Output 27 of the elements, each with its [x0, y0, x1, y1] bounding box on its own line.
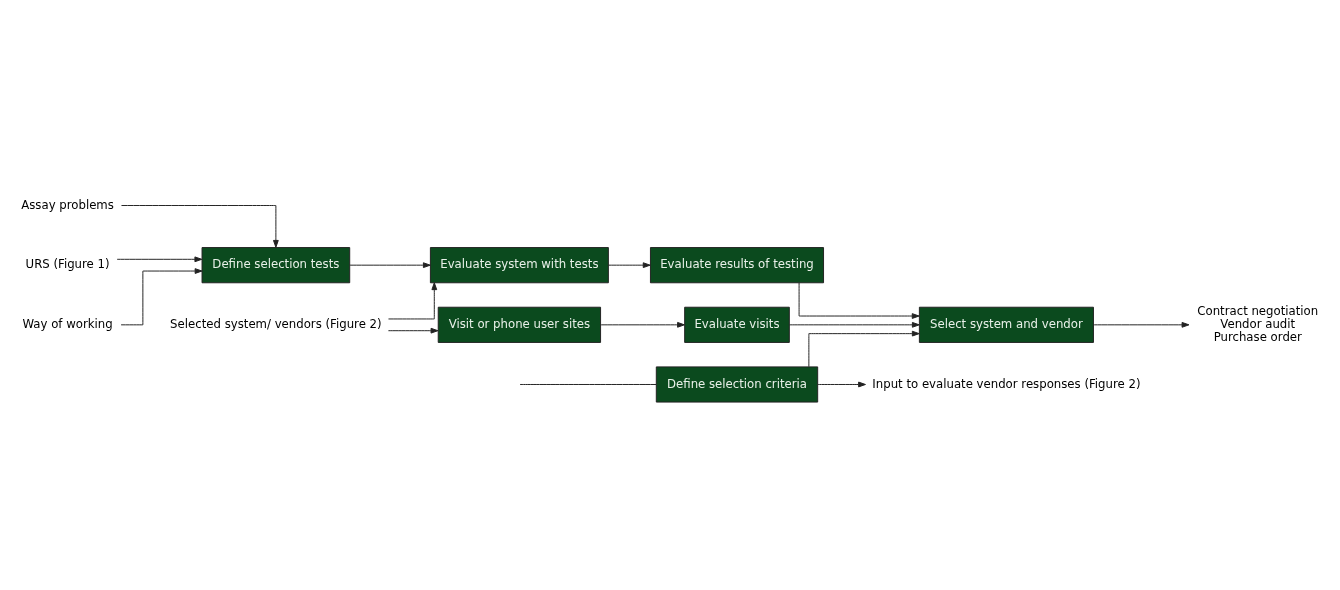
arrow [121, 205, 279, 248]
node-text: Input to evaluate vendor responses (Figure 2) [872, 376, 1141, 391]
node-text: Way of working [22, 316, 113, 331]
node-box: Visit or phone user sites [437, 306, 602, 343]
node-text: URS (Figure 1) [25, 257, 110, 272]
arrow [1093, 321, 1190, 328]
node-text: Assay problems [21, 197, 114, 212]
arrow [349, 262, 431, 269]
node-box: Select system and vendor [918, 306, 1094, 343]
arrow [808, 330, 920, 368]
node-text: Selected system/ vendors (Figure 2) [170, 316, 382, 331]
arrow [817, 381, 866, 388]
arrow [388, 282, 438, 320]
node-box: Define selection criteria [655, 366, 819, 403]
connector [519, 384, 657, 385]
node-box: Define selection tests [201, 247, 351, 284]
node-text: Contract negotiation Vendor audit Purchase order [1197, 304, 1319, 344]
node-box: Evaluate visits [684, 306, 790, 343]
arrow [600, 321, 685, 328]
arrow [387, 327, 439, 334]
arrow [608, 262, 651, 269]
arrow [120, 268, 203, 326]
arrow [798, 282, 920, 319]
node-box: Evaluate system with tests [429, 247, 609, 284]
node-box: Evaluate results of testing [649, 247, 825, 284]
arrow [116, 256, 203, 263]
arrow [789, 321, 920, 328]
